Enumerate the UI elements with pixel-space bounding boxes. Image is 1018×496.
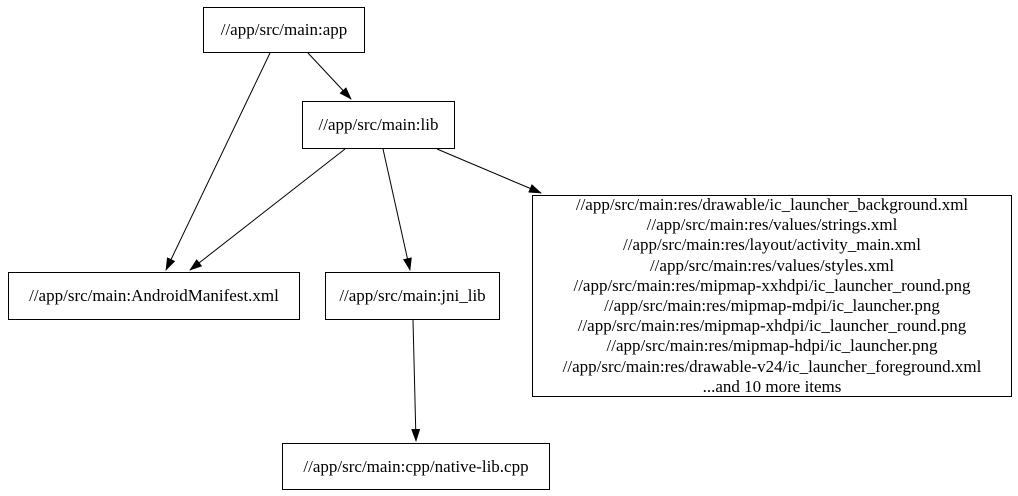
edge-lib-to-jni-lib: [382, 148, 412, 271]
edge-lib-to-android-manifest: [189, 148, 346, 271]
node-label-jni-lib: //app/src/main:jni_lib: [339, 286, 486, 305]
graph-node-app: //app/src/main:app: [203, 7, 365, 53]
res-group-line: //app/src/main:res/mipmap-hdpi/ic_launch…: [606, 336, 938, 356]
graph-node-res-group: //app/src/main:res/drawable/ic_launcher_…: [532, 195, 1012, 397]
res-group-line: //app/src/main:res/mipmap-xhdpi/ic_launc…: [577, 316, 967, 336]
edge-jni-lib-to-native-lib: [411, 319, 421, 442]
res-group-line: //app/src/main:res/values/styles.xml: [649, 255, 895, 275]
graph-node-jni-lib: //app/src/main:jni_lib: [325, 272, 500, 320]
node-label-android-manifest: //app/src/main:AndroidManifest.xml: [29, 286, 279, 305]
graph-node-native-lib-cpp: //app/src/main:cpp/native-lib.cpp: [282, 443, 550, 490]
res-group-more-items: ...and 10 more items: [702, 376, 842, 396]
graph-node-android-manifest: //app/src/main:AndroidManifest.xml: [8, 272, 300, 320]
res-group-line: //app/src/main:res/layout/activity_main.…: [623, 235, 921, 255]
edge-lib-to-res-group: [436, 148, 542, 194]
res-group-line: //app/src/main:res/drawable-v24/ic_launc…: [562, 356, 982, 376]
graph-node-lib: //app/src/main:lib: [302, 101, 455, 149]
res-group-line: //app/src/main:res/drawable/ic_launcher_…: [575, 194, 969, 214]
node-label-app: //app/src/main:app: [220, 20, 348, 39]
res-group-line: //app/src/main:res/values/strings.xml: [646, 215, 898, 235]
edge-app-to-lib: [307, 52, 352, 100]
res-group-line: //app/src/main:res/mipmap-xxhdpi/ic_laun…: [573, 275, 971, 295]
node-label-native-lib-cpp: //app/src/main:cpp/native-lib.cpp: [303, 456, 529, 476]
node-label-lib: //app/src/main:lib: [318, 115, 439, 134]
edge-app-to-android-manifest: [165, 52, 271, 271]
res-group-line: //app/src/main:res/mipmap-mdpi/ic_launch…: [604, 296, 940, 315]
